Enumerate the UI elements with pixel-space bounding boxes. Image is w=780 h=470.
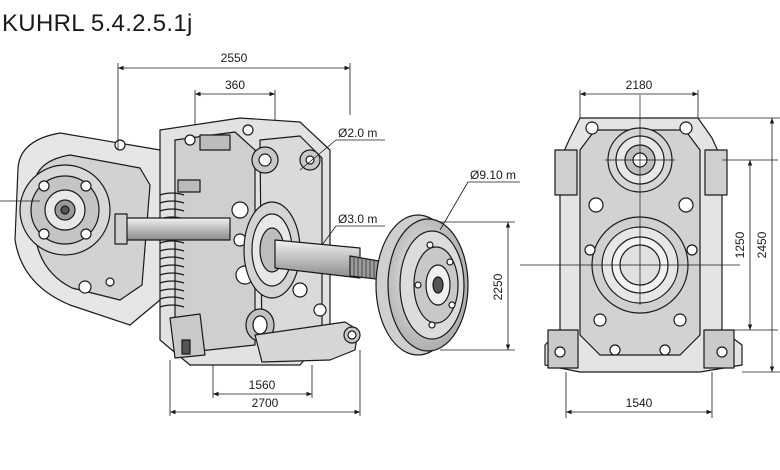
dim-1250: 1250 (733, 231, 747, 258)
dim-2180: 2180 (626, 78, 653, 92)
dim-2700: 2700 (252, 396, 279, 410)
output-shaft (274, 239, 361, 279)
drawing-title: KUHRL 5.4.2.5.1j (2, 10, 193, 37)
dim-2250: 2250 (491, 273, 505, 300)
input-shaft (119, 217, 231, 241)
dimension-lines (117, 63, 780, 418)
dim-1540: 1540 (626, 396, 653, 410)
housing-foot (254, 321, 359, 363)
gearbox-perspective-view (14, 117, 469, 366)
dimension-labels: 2550 360 Ø2.0 m Ø9.10 m Ø3.0 m 2250 1560… (221, 51, 769, 410)
front-centre-lines (520, 95, 740, 305)
dim-360: 360 (225, 78, 245, 92)
dim-diameter-9-10: Ø9.10 m (470, 168, 516, 182)
dim-diameter-3-0: Ø3.0 m (338, 212, 377, 226)
dim-2550: 2550 (221, 51, 248, 65)
gearbox-front-view (544, 117, 743, 373)
dim-diameter-2-0: Ø2.0 m (338, 126, 377, 140)
dim-1560: 1560 (249, 378, 276, 392)
dim-2450: 2450 (755, 231, 769, 258)
